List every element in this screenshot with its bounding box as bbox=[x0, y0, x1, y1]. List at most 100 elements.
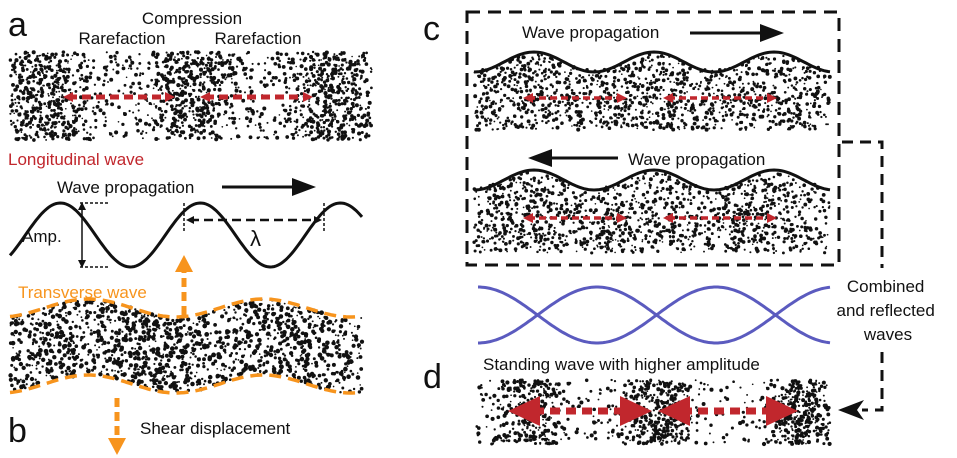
particle-dot bbox=[14, 98, 17, 101]
particle-dot bbox=[539, 90, 544, 94]
particle-dot bbox=[43, 348, 49, 354]
particle-dot bbox=[23, 52, 27, 55]
particle-dot bbox=[534, 118, 537, 122]
particle-dot bbox=[323, 105, 328, 109]
particle-dot bbox=[738, 86, 741, 89]
particle-dot bbox=[20, 131, 23, 133]
particle-dot bbox=[228, 378, 232, 382]
particle-dot bbox=[257, 337, 262, 343]
particle-dot bbox=[351, 136, 354, 139]
particle-dot bbox=[327, 123, 331, 128]
particle-dot bbox=[66, 136, 70, 141]
particle-dot bbox=[322, 68, 327, 72]
particle-dot bbox=[745, 116, 749, 119]
particle-dot bbox=[346, 374, 351, 379]
particle-dot bbox=[700, 100, 703, 103]
particle-dot bbox=[353, 334, 359, 339]
particle-dot bbox=[116, 343, 121, 348]
particle-dot bbox=[172, 384, 176, 388]
particle-dot bbox=[128, 363, 133, 368]
particle-dot bbox=[133, 92, 136, 96]
particle-dot bbox=[154, 78, 157, 81]
particle-dot bbox=[248, 75, 253, 80]
particle-dot bbox=[182, 77, 186, 80]
particle-dot bbox=[774, 122, 778, 127]
particle-dot bbox=[673, 111, 676, 114]
particle-dot bbox=[295, 120, 299, 124]
particle-dot bbox=[64, 107, 67, 110]
particle-dot bbox=[79, 327, 82, 330]
particle-dot bbox=[58, 95, 61, 98]
particle-dot bbox=[479, 97, 483, 101]
particle-dot bbox=[43, 124, 46, 127]
particle-dot bbox=[256, 315, 261, 320]
particle-dot bbox=[165, 51, 168, 54]
particle-dot bbox=[778, 107, 782, 110]
particle-dot bbox=[781, 119, 786, 123]
particle-dot bbox=[67, 60, 69, 63]
particle-dot bbox=[322, 131, 325, 134]
particle-dot bbox=[84, 79, 89, 83]
particle-dot bbox=[101, 364, 106, 369]
particle-dot bbox=[791, 59, 794, 62]
particle-dot bbox=[663, 108, 666, 111]
particle-dot bbox=[473, 94, 478, 99]
particle-dot bbox=[555, 88, 558, 91]
particle-dot bbox=[12, 65, 17, 70]
particle-dot bbox=[16, 119, 19, 122]
particle-dot bbox=[671, 230, 676, 235]
particle-dot bbox=[614, 69, 617, 72]
particle-dot bbox=[332, 341, 336, 346]
particle-dot bbox=[661, 173, 664, 176]
particle-dot bbox=[316, 136, 319, 139]
particle-dot bbox=[286, 61, 290, 64]
particle-dot bbox=[67, 347, 70, 351]
particle-dot bbox=[755, 106, 758, 109]
particle-dot bbox=[659, 85, 663, 89]
particle-dot bbox=[622, 121, 626, 125]
particle-dot bbox=[638, 66, 643, 71]
particle-dot bbox=[138, 118, 143, 123]
particle-dot bbox=[85, 87, 88, 90]
particle-dot bbox=[229, 373, 233, 377]
particle-dot bbox=[567, 106, 571, 110]
particle-dot bbox=[262, 83, 266, 87]
particle-dot bbox=[342, 114, 346, 118]
particle-dot bbox=[30, 87, 35, 92]
particle-dot bbox=[134, 72, 138, 77]
particle-dot bbox=[362, 51, 366, 55]
particle-dot bbox=[184, 85, 187, 89]
particle-dot bbox=[537, 54, 541, 58]
particle-dot bbox=[568, 83, 571, 86]
particle-dot bbox=[544, 110, 547, 114]
particle-dot bbox=[324, 50, 329, 55]
particle-dot bbox=[529, 126, 533, 130]
particle-dot bbox=[229, 106, 232, 109]
particle-dot bbox=[724, 110, 727, 114]
particle-dot bbox=[301, 104, 306, 108]
particle-dot bbox=[130, 346, 134, 350]
particle-dot bbox=[751, 72, 755, 77]
particle-dot bbox=[191, 346, 194, 350]
particle-dot bbox=[646, 86, 651, 91]
particle-dot bbox=[605, 236, 610, 240]
particle-dot bbox=[209, 51, 213, 55]
particle-dot bbox=[351, 87, 355, 91]
particle-dot bbox=[323, 83, 327, 87]
particle-dot bbox=[728, 233, 731, 236]
particle-dot bbox=[707, 247, 710, 250]
particle-dot bbox=[608, 105, 612, 109]
particle-dot bbox=[20, 121, 23, 124]
particle-dot bbox=[360, 317, 363, 319]
particle-dot bbox=[497, 108, 502, 112]
particle-dot bbox=[806, 75, 809, 79]
particle-dot bbox=[768, 125, 773, 130]
particle-dot bbox=[326, 138, 330, 142]
particle-dot bbox=[41, 357, 46, 362]
particle-dot bbox=[124, 310, 128, 313]
particle-dot bbox=[502, 126, 506, 130]
particle-dot bbox=[67, 67, 71, 72]
particle-dot bbox=[223, 61, 228, 65]
particle-dot bbox=[518, 95, 523, 100]
particle-dot bbox=[368, 116, 372, 120]
